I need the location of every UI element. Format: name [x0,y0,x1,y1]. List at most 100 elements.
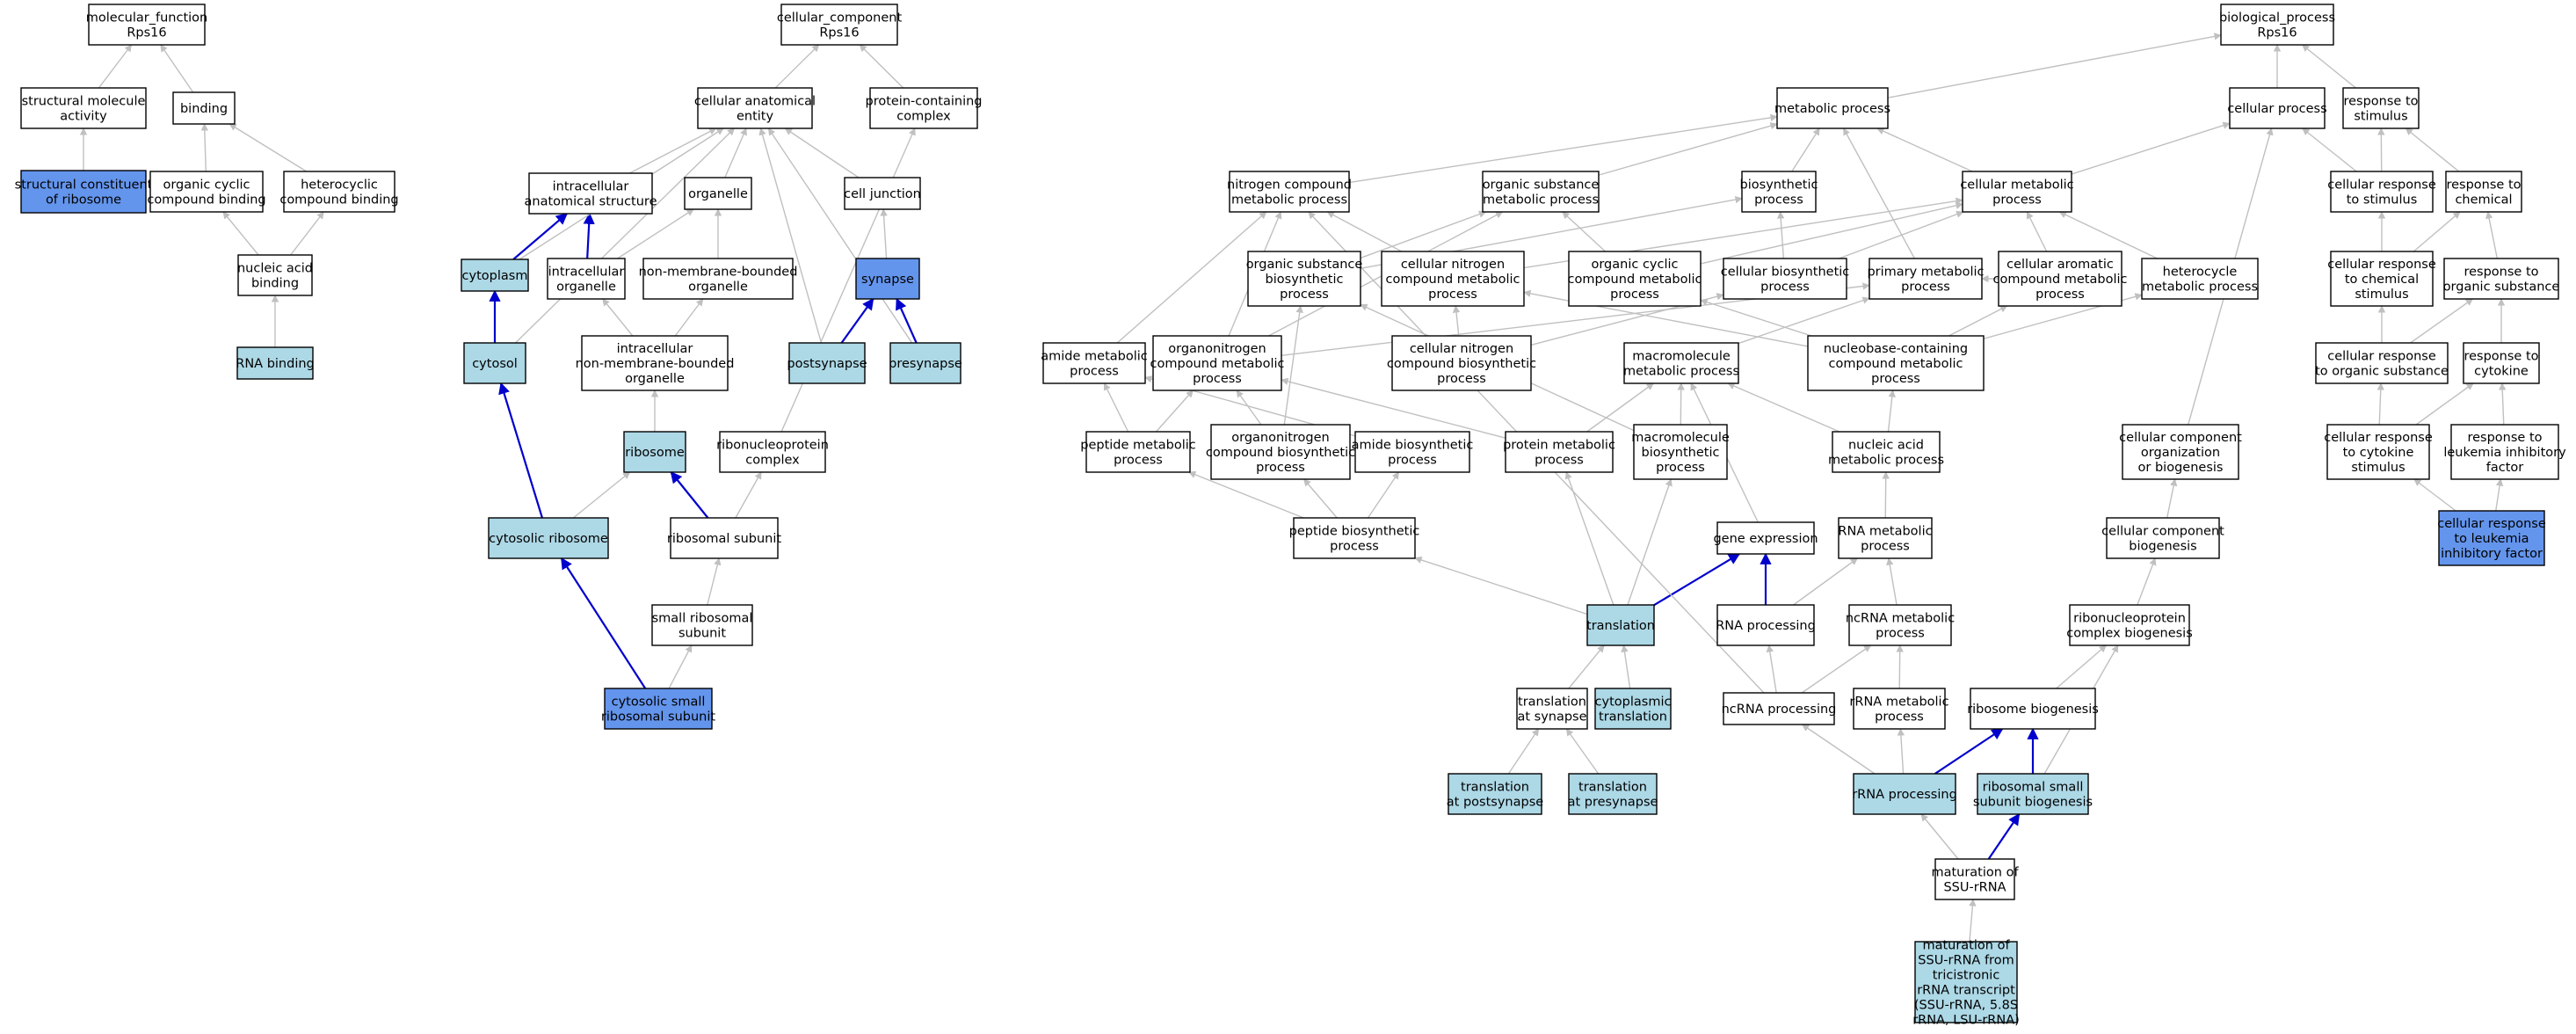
edge-occb-to-binding [205,124,207,171]
node-label-line: cellular component [2119,431,2242,445]
node-label-line: protein metabolic [1503,439,1615,453]
node-label-line: cellular response [2324,431,2433,445]
edge-cbp-to-biosyn [1781,212,1784,258]
node-label-line: anatomical structure [525,195,657,209]
node-label-line: ribonucleoprotein [2073,612,2186,626]
node-label-line: response to [2343,95,2418,109]
node-label: cell junction [844,187,921,201]
node-label-line: process [1256,461,1305,475]
node-label-line: macromolecule [1631,431,1730,445]
edge-namp-to-nbccmp [1889,390,1893,432]
node-label-line: to organic substance [2315,365,2449,379]
node-label-line: response to [2446,178,2521,193]
node-label-line: biosynthetic [1266,273,1344,287]
node-label-line: subunit biogenesis [1973,796,2093,810]
node-label-line: metabolic process [1623,365,1739,379]
node-label-line: process [1610,288,1659,302]
node-label-line: process [1388,454,1437,468]
node-label-line: metabolic process [1828,454,1944,468]
node-label-line: process [1871,372,1920,386]
node-label-line: organic cyclic [163,178,250,193]
node-label-line: maturation of [1931,866,2019,880]
edge-sma-to-mf [98,45,131,88]
node-binding: binding [173,92,235,124]
node-label-line: compound metabolic [1993,273,2128,287]
node-label-line: compound metabolic [1568,273,1702,287]
node-label-line: intracellular [553,180,629,194]
node-label-line: translation [1461,781,1529,795]
edge-ncrnaproc-to-rnaproc [1769,645,1777,693]
node-label-line: translation [1518,695,1586,710]
edge-rrnamp-to-ncrnamp [1899,645,1900,688]
node-label: postsynapse [787,357,867,371]
edge-rtos-to-rtc [2488,212,2498,258]
node-label-line: compound biosynthetic [1387,357,1536,371]
node-label-line: binding [180,102,228,116]
node-label-line: stimulus [2354,110,2407,124]
edge-ribsub-to-ribosome [671,472,708,518]
edge-intorg-to-organelle [618,209,694,258]
edge-cacmp-to-cmp [2027,212,2046,251]
edge-rts-to-bp [2303,45,2356,88]
node-label-line: cytokine [2474,365,2529,379]
node-label-line: cytosol [472,357,518,371]
node-label-line: process [1760,280,1810,295]
node-label-line: process [1876,627,1925,641]
edge-cncbp-to-cncmp [1455,306,1459,336]
node-label-line: organic cyclic [1591,258,1678,272]
node-label-line: cellular nitrogen [1401,258,1505,272]
node-presynapse: presynapse [889,343,962,383]
node-label-line: biosynthetic [1642,446,1720,460]
node-label-line: primary metabolic [1867,266,1984,280]
node-label-line: biosynthetic [1740,178,1818,193]
node-label-line: organelle [688,187,748,201]
node-label: rRNA processing [1852,788,1957,802]
node-label-line: compound binding [279,193,398,208]
edge-amp-to-ncmp [1117,212,1266,343]
node-celljunction: cell junction [844,178,921,209]
node-label-line: compound metabolic [1829,357,1963,371]
node-label-line: ribosomal subunit [667,532,781,546]
node-label-line: process [1875,710,1924,725]
node-label-line: cellular_component [777,11,903,25]
edge-cytosol-to-cae [515,128,734,343]
node-label-line: cellular component [2101,525,2224,539]
node-label-line: metabolic process [1774,102,1890,116]
node-label-line: cellular biosynthetic [1721,266,1850,280]
node-label-line: to leukemia [2454,532,2529,546]
edge-ncrnaproc-to-ncrnamp [1802,645,1870,693]
edge-inmbo-to-intorg [603,299,633,336]
node-label-line: translation [1586,619,1655,633]
edge-organelle-to-cae [725,128,746,178]
node-rrnaproc: rRNA processing [1852,774,1957,814]
node-label: RNA processing [1716,619,1816,633]
node-label-line: cellular metabolic [1960,178,2073,193]
node-label-line: at presynapse [1568,796,1658,810]
node-label-line: structural molecule [22,95,146,109]
node-label-line: process [1437,372,1486,386]
node-label-line: translation [1599,710,1667,725]
node-label: ncRNA processing [1722,703,1837,717]
node-ribsub: ribosomal subunit [667,518,781,558]
node-label-line: biogenesis [2129,540,2196,554]
